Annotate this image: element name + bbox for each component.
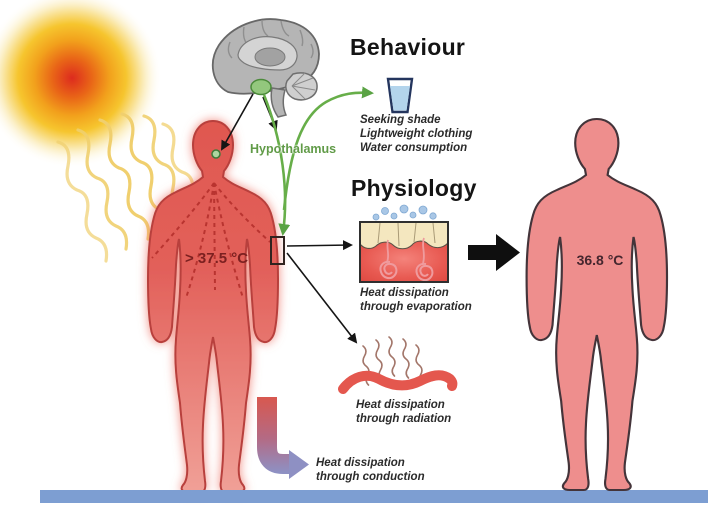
nerve-dashed-lines xyxy=(151,182,271,299)
brainstem xyxy=(270,87,288,118)
hot-body-temperature: > 37.5 °C xyxy=(185,250,249,267)
sweat-glands xyxy=(379,237,434,282)
behaviour-item: Seeking shade xyxy=(360,114,441,126)
effector-arrows xyxy=(286,240,358,344)
sun-icon xyxy=(0,0,162,168)
effector-site-box xyxy=(270,236,285,265)
water-glass-icon xyxy=(386,77,414,114)
normal-body-temperature: 36.8 °C xyxy=(576,252,624,268)
radiation-caption: Heat dissipation through radiation xyxy=(356,399,452,425)
normal-body-figure xyxy=(525,117,669,492)
behaviour-item: Water consumption xyxy=(360,142,468,154)
evaporation-caption: Heat dissipation through evaporation xyxy=(360,287,472,313)
result-arrow-icon xyxy=(468,234,520,271)
behaviour-title: Behaviour xyxy=(350,34,466,60)
hypothalamus-highlight xyxy=(250,78,272,96)
hot-body-figure xyxy=(147,120,285,493)
brain-icon xyxy=(211,18,320,118)
temperature-sensor-dot xyxy=(211,149,221,159)
behaviour-list: Seeking shade Lightweight clothing Water… xyxy=(360,113,472,155)
efferent-green-arrows xyxy=(262,86,374,236)
conduction-caption: Heat dissipation through conduction xyxy=(316,457,425,483)
floor-surface xyxy=(40,490,708,503)
conduction-arrow-icon xyxy=(257,397,309,479)
hypothalamus-label: Hypothalamus xyxy=(250,142,337,156)
behaviour-item: Lightweight clothing xyxy=(360,128,473,140)
sweat-droplets xyxy=(372,204,437,221)
radiation-waves-icon xyxy=(338,336,458,394)
skin-evaporation-icon xyxy=(359,204,449,283)
physiology-title: Physiology xyxy=(351,175,477,201)
